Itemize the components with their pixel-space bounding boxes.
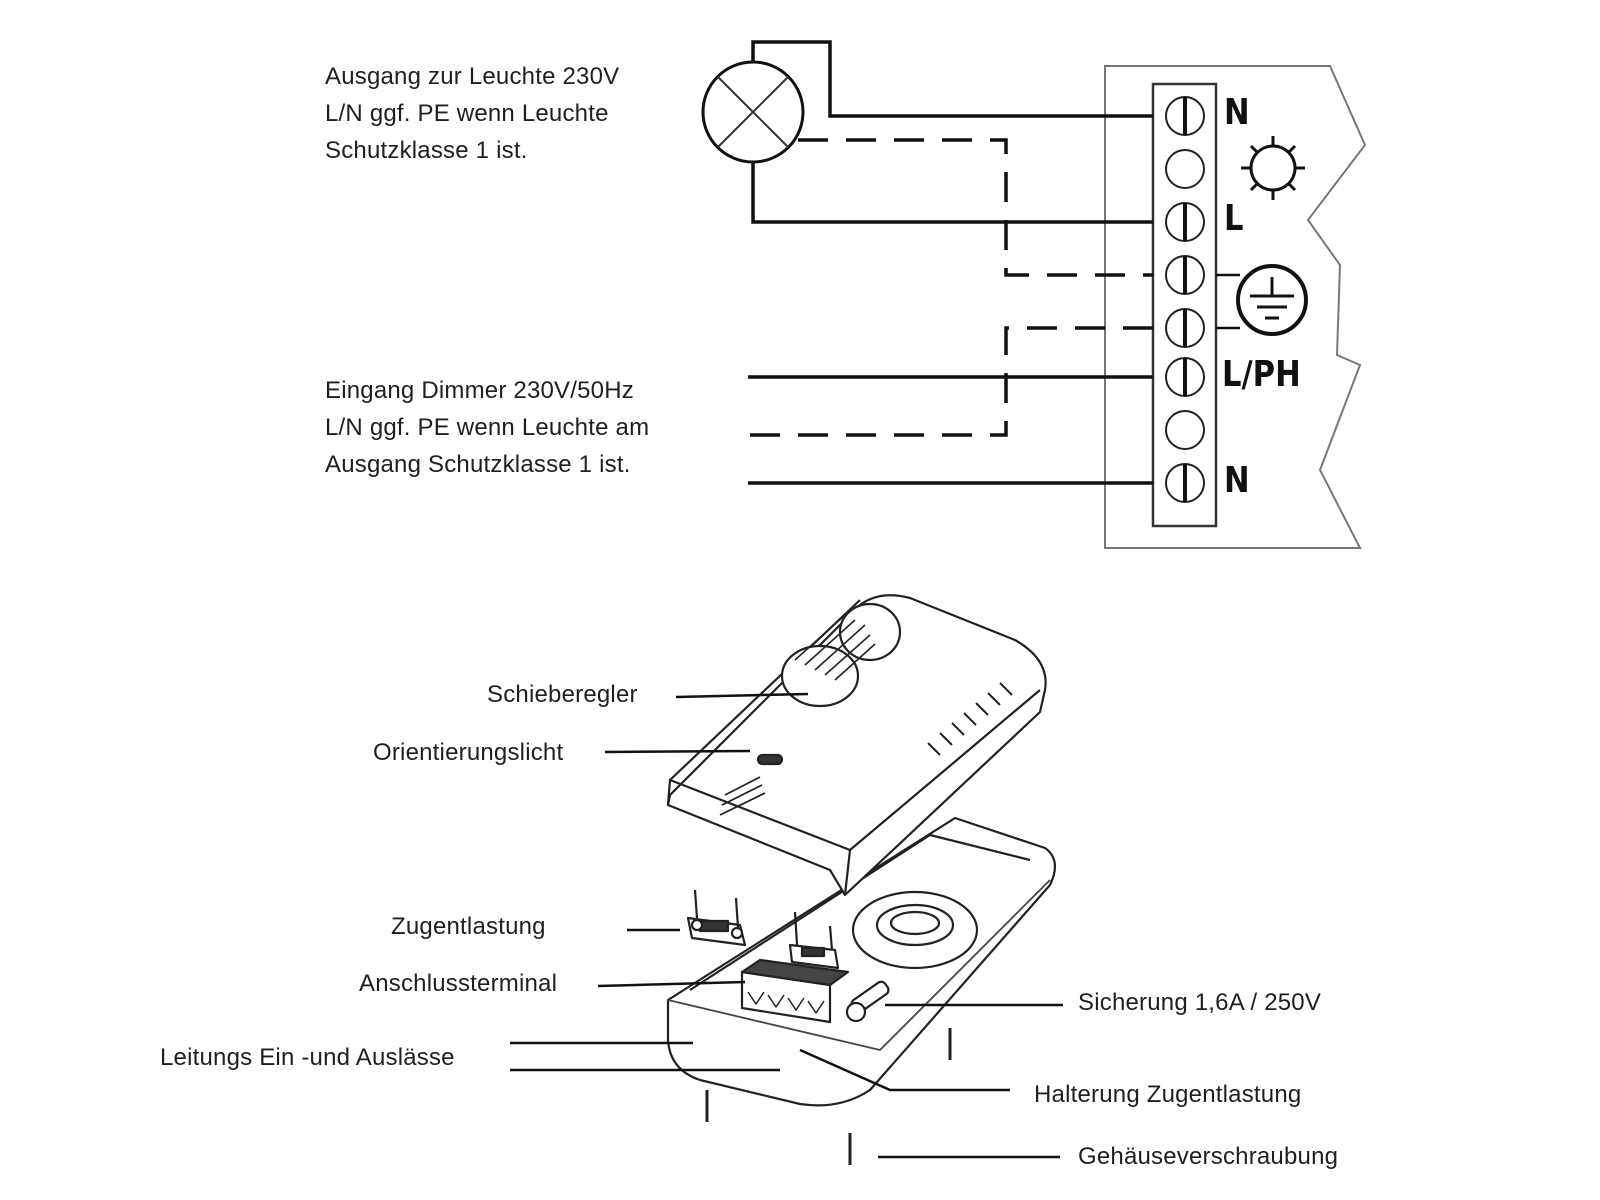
terminal-screw (1165, 149, 1205, 189)
wiring-svg (701, 40, 1367, 549)
capacitor-box (913, 648, 967, 705)
output-note-line-2: L/N ggf. PE wenn Leuchte (325, 100, 609, 127)
device-housing-outline (1104, 65, 1367, 549)
strain-relief-clamp (686, 889, 747, 947)
protective-earth-icon (1236, 264, 1308, 336)
orientation-light (756, 753, 784, 766)
terminal-label-in-lph: L/PH (1222, 354, 1301, 395)
strain-relief-clamp-mounted (788, 911, 840, 970)
label-orientation-light: Orientierungslicht (373, 739, 564, 766)
terminal-label-out-l: L (1224, 198, 1244, 239)
base-housing (666, 816, 1057, 1107)
input-note: Eingang Dimmer 230V/50Hz L/N ggf. PE wen… (325, 372, 649, 483)
label-cable-inlets: Leitungs Ein -und Auslässe (160, 1044, 455, 1071)
toroid-coil (851, 890, 979, 970)
connection-terminal (740, 958, 850, 1024)
terminal-screw (1165, 410, 1205, 450)
slider-knob (780, 644, 860, 708)
input-note-line-3: Ausgang Schutzklasse 1 ist. (325, 451, 631, 478)
wire-input-pe (748, 326, 1153, 437)
label-terminal: Anschlussterminal (359, 970, 558, 997)
housing-screws (705, 1028, 952, 1165)
label-housing-screws: Gehäuseverschraubung (1078, 1143, 1339, 1170)
wire-lamp-pe (798, 138, 1153, 277)
light-bulb-icon (1241, 136, 1305, 200)
label-slider: Schieberegler (487, 681, 638, 708)
wire-lamp-l (751, 162, 1153, 224)
output-note-line-1: Ausgang zur Leuchte 230V (325, 63, 620, 90)
label-strain-relief-holder: Halterung Zugentlastung (1034, 1081, 1302, 1108)
leader-terminal (597, 980, 746, 988)
terminal-label-out-n: N (1224, 92, 1250, 133)
lamp-icon (701, 60, 805, 164)
terminal-screws (1165, 96, 1205, 503)
fuse (845, 980, 890, 1023)
leader-orientation-light (604, 749, 751, 754)
leader-strain-relief-holder (799, 1048, 1010, 1092)
output-note: Ausgang zur Leuchte 230V L/N ggf. PE wen… (325, 58, 619, 169)
output-note-line-3: Schutzklasse 1 ist. (325, 137, 528, 164)
input-note-line-1: Eingang Dimmer 230V/50Hz (325, 377, 634, 404)
label-fuse: Sicherung 1,6A / 250V (1078, 989, 1322, 1016)
input-note-line-2: L/N ggf. PE wenn Leuchte am (325, 414, 650, 441)
terminal-label-in-n: N (1224, 460, 1250, 501)
leader-slider (675, 692, 809, 699)
wire-lamp-n (751, 40, 1153, 118)
dimmer-cover (666, 594, 1047, 897)
label-strain-relief: Zugentlastung (391, 913, 546, 940)
